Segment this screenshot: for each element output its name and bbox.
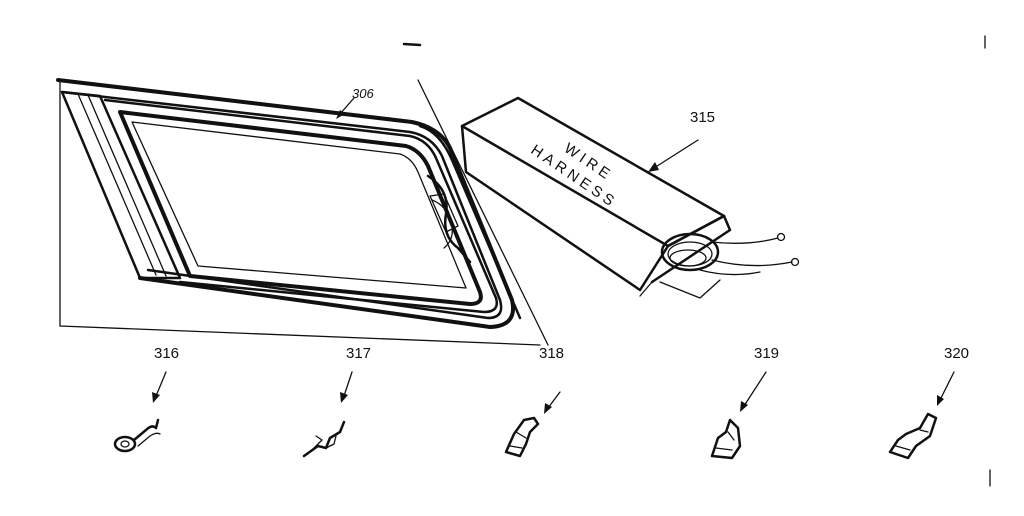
terminal-319: 319 bbox=[710, 345, 779, 460]
scan-marks bbox=[402, 35, 991, 487]
callout-315: 315 bbox=[648, 109, 715, 172]
callout-320-label: 320 bbox=[944, 345, 969, 362]
callout-319-label: 319 bbox=[754, 345, 779, 362]
terminal-320: 320 bbox=[888, 345, 969, 460]
callout-317-label: 317 bbox=[346, 345, 371, 362]
window-frame-assembly bbox=[56, 78, 549, 346]
terminal-317: 317 bbox=[302, 345, 371, 458]
callout-306: 306 bbox=[336, 86, 374, 119]
harness-box-label: WIRE HARNESS bbox=[528, 140, 621, 212]
callout-316-label: 316 bbox=[154, 345, 179, 362]
callout-318-label: 318 bbox=[539, 345, 564, 362]
terminal-316: 316 bbox=[113, 345, 179, 453]
callout-315-label: 315 bbox=[690, 109, 715, 126]
callout-306-label: 306 bbox=[352, 86, 374, 101]
wire-harness-package bbox=[460, 96, 800, 299]
terminal-318: 318 bbox=[504, 345, 564, 458]
